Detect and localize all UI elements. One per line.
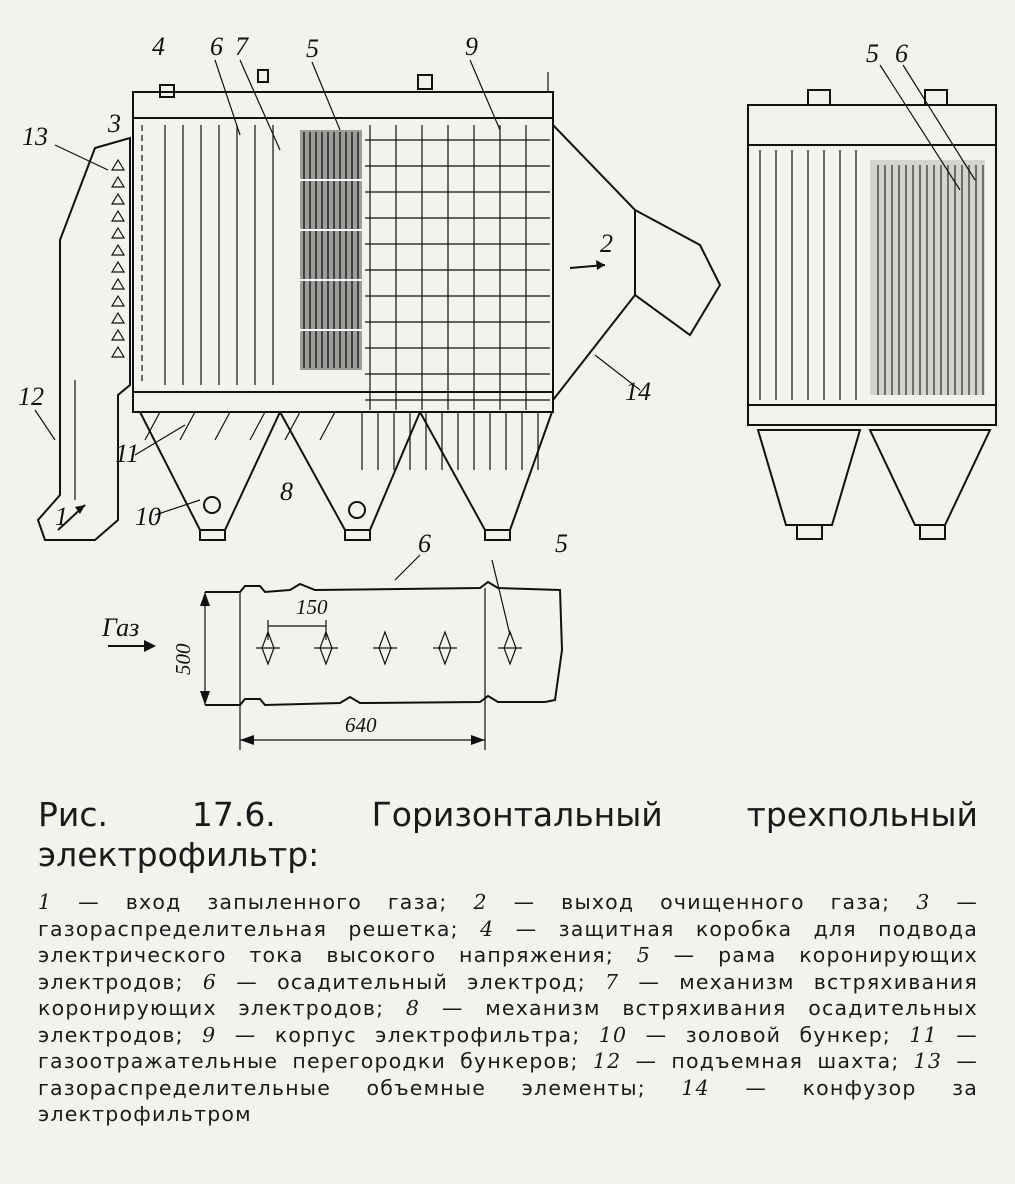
caption-title-block: Рис. 17.6. Горизонтальный трехпольный эл… [38, 795, 978, 875]
collecting-plate-top [205, 580, 564, 703]
leader-lines [34, 59, 976, 516]
callout-4: 4 [152, 32, 165, 61]
callout-1: 1 [55, 502, 68, 531]
ash-hoppers [138, 411, 554, 541]
legend-text: выход очищенного газа; [561, 890, 891, 914]
legend-number: 14 [681, 1075, 710, 1100]
legend-item: 8 — механизм встряхивания осадительных э… [38, 996, 978, 1047]
legend-number: 13 [913, 1049, 943, 1073]
legend-text: золовой бункер; [685, 1022, 892, 1047]
rising-shaft [36, 136, 131, 541]
legend-text: вход запыленного газа; [125, 890, 448, 914]
main-view [36, 69, 722, 541]
legend-number: 9 [202, 1022, 217, 1047]
side-callout-6: 6 [895, 39, 908, 68]
legend-item: 6 — осадительный электрод; [202, 969, 586, 994]
legend-number: 10 [598, 1022, 628, 1047]
legend-item: 3 — газораспределительная решетка; [38, 890, 979, 941]
legend-item: 7 — механизм встряхивания коронирующих э… [38, 969, 978, 1021]
caption-title: Горизонтальный трехпольный электрофильтр… [38, 795, 978, 874]
legend-number: 4 [480, 916, 495, 941]
legend-item: 2 — выход очищенного газа; [473, 890, 891, 914]
legend-text: защитная коробка для подвода электрическ… [38, 916, 978, 968]
electrofilter-figure: 1 2 3 4 5 6 7 8 9 10 11 12 13 14 5 6 Газ… [18, 32, 997, 750]
legend-text: газораспределительная решетка; [38, 916, 459, 941]
callout-6: 6 [210, 32, 223, 61]
callout-9: 9 [465, 32, 478, 61]
legend-text: осадительный электрод; [277, 969, 586, 994]
callout-7: 7 [235, 32, 249, 61]
caption-legend: 1 — вход запыленного газа; 2 — выход очи… [38, 889, 978, 1128]
detail-callout-6: 6 [418, 529, 431, 558]
legend-text: механизм встряхивания коронирующих элект… [38, 969, 978, 1021]
legend-text: рама коронирующих электродов; [38, 943, 978, 994]
corona-electrodes [256, 630, 522, 666]
detail-gas-label: Газ [101, 613, 139, 642]
detail-callout-5: 5 [555, 529, 568, 558]
dim-width: 640 [345, 713, 377, 737]
callout-12: 12 [18, 382, 44, 411]
callout-11: 11 [115, 439, 139, 468]
side-view [747, 89, 997, 540]
legend-text: газораспределительные объемные элементы; [38, 1075, 646, 1100]
legend-number: 11 [909, 1022, 938, 1047]
electrode-detail [108, 554, 564, 750]
dim-height: 500 [171, 643, 195, 675]
legend-item: 13 — газораспределительные объемные элем… [38, 1049, 979, 1100]
legend-item: 14 — конфузор за электрофильтром [38, 1075, 979, 1127]
legend-item: 5 — рама коронирующих электродов; [38, 943, 978, 994]
side-corona-frame [870, 160, 985, 395]
callout-13: 13 [22, 122, 48, 151]
callout-2: 2 [600, 229, 613, 258]
gas-distribution-elements [110, 158, 126, 358]
legend-item: 9 — корпус электрофильтра; [202, 1022, 581, 1047]
legend-text: корпус электрофильтра; [274, 1022, 581, 1047]
callout-5: 5 [306, 34, 319, 63]
callouts: 1 2 3 4 5 6 7 8 9 10 11 12 13 14 5 6 Газ… [18, 32, 908, 737]
side-callout-5: 5 [866, 39, 879, 68]
body-grid [365, 125, 550, 410]
dim-pitch: 150 [296, 595, 328, 619]
legend-item: 10 — золовой бункер; [598, 1022, 892, 1047]
collecting-electrodes-field-1 [164, 125, 274, 385]
legend-item: 11 — газоотражательные перегородки бунке… [38, 1022, 978, 1074]
legend-text: механизм встряхивания осадительных элект… [38, 996, 978, 1047]
callout-8: 8 [280, 477, 293, 506]
legend-item: 4 — защитная коробка для подвода электри… [38, 916, 978, 968]
legend-text: газоотражательные перегородки бункеров; [38, 1049, 579, 1073]
legend-number: 5 [636, 943, 651, 967]
legend-number: 8 [405, 996, 421, 1020]
figure-caption: Рис. 17.6. Горизонтальный трехпольный эл… [38, 795, 978, 1128]
legend-item: 12 — подъемная шахта; [592, 1049, 900, 1073]
callout-10: 10 [135, 502, 161, 531]
legend-number: 12 [592, 1049, 622, 1073]
legend-number: 6 [202, 969, 218, 994]
caption-label: Рис. 17.6. [38, 795, 276, 834]
outlet-confusor [552, 124, 722, 401]
legend-item: 1 — вход запыленного газа; [38, 890, 448, 914]
legend-number: 1 [38, 890, 53, 914]
legend-number: 3 [916, 890, 931, 914]
legend-text: конфузор за электрофильтром [38, 1075, 979, 1127]
callout-3: 3 [107, 109, 121, 138]
collecting-plate-bottom [205, 694, 545, 707]
legend-number: 7 [604, 969, 620, 994]
legend-text: подъемная шахта; [671, 1049, 900, 1073]
legend-number: 2 [473, 890, 488, 914]
